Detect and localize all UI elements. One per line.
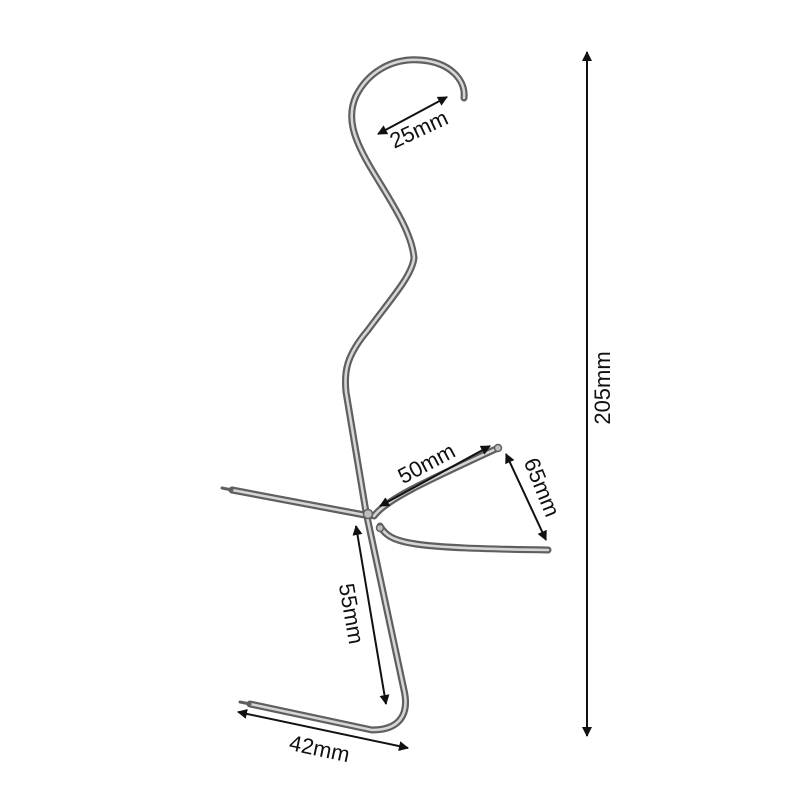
dim-total-height-label: 205mm [590, 351, 615, 424]
dim-prong-spread-label: 65mm [519, 454, 565, 520]
dim-bottom-hook-label: 42mm [287, 730, 352, 767]
dim-hook-opening: 25mm [377, 96, 452, 153]
dim-total-height: 205mm [582, 51, 615, 737]
meat-hook-wire [220, 56, 552, 734]
dim-prong-spread: 65mm [505, 453, 565, 541]
dim-lower-shank-label: 55mm [334, 581, 369, 646]
